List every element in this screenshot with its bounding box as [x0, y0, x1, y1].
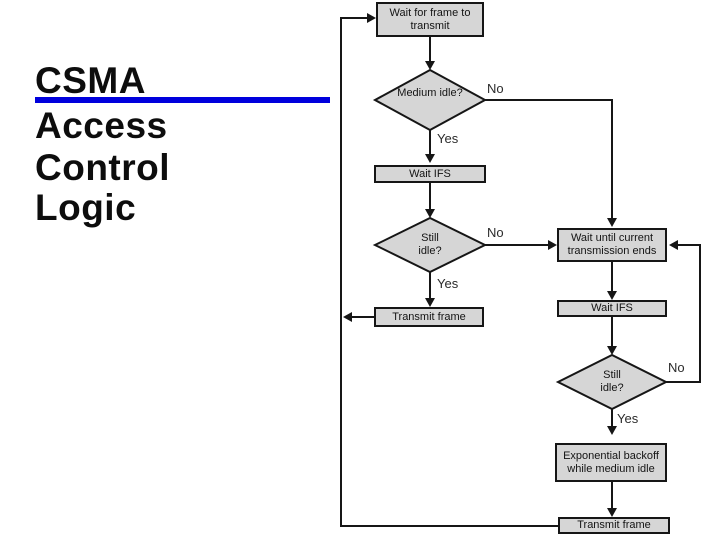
connector-loopback — [340, 17, 558, 527]
page-title-line-1: CSMA — [35, 60, 146, 101]
arrowhead-into-waitcurrent-right — [669, 240, 678, 250]
decision-still-idle-1-shape — [372, 216, 488, 274]
decision-diamonds — [372, 68, 669, 411]
arrowhead-into-waitifsright — [607, 291, 617, 300]
arrowheads — [343, 13, 678, 517]
edge-label-yes-1: Yes — [437, 131, 459, 146]
flowchart-box-wait-until-current: Wait until current transmission ends — [557, 228, 667, 262]
arrowhead-into-waitcurrent-left — [548, 240, 557, 250]
connector-stillidle2-no-loop — [666, 244, 701, 383]
edge-label-no-3: No — [668, 360, 685, 375]
flowchart-box-wait-ifs-right: Wait IFS — [557, 300, 667, 317]
edge-label-no-2: No — [487, 225, 504, 240]
decision-medium-idle-shape — [372, 68, 488, 132]
flowchart-box-wait-ifs-left: Wait IFS — [374, 165, 486, 183]
edge-label-no-1: No — [487, 81, 504, 96]
connector-mediumidle-no — [485, 99, 613, 218]
title-accent-rule — [35, 97, 330, 103]
arrowhead-into-loopline — [343, 312, 352, 322]
edge-label-yes-2: Yes — [437, 276, 459, 291]
page-title-line-4: Logic — [35, 187, 137, 228]
connector-lines — [340, 17, 701, 527]
page-title-line-2: Access — [35, 105, 168, 146]
page-title-line-3: Control — [35, 147, 171, 188]
flowchart-box-transmit-frame-left: Transmit frame — [374, 307, 484, 327]
arrowhead-into-mediumidle — [425, 61, 435, 70]
flowchart-box-transmit-frame-bottom: Transmit frame — [558, 517, 670, 534]
arrowhead-into-waitifsleft — [425, 154, 435, 163]
arrowhead-into-stillidle2 — [607, 346, 617, 355]
arrowhead-into-waitcurrent-top — [607, 218, 617, 227]
decision-still-idle-2-label: Still idle? — [600, 369, 624, 395]
arrowhead-into-transmitleft — [425, 298, 435, 307]
arrowhead-into-stillidle1 — [425, 209, 435, 218]
decision-medium-idle-label: Medium idle? — [397, 87, 463, 99]
decision-still-idle-1-label: Still idle? — [418, 232, 442, 258]
decision-still-idle-2-shape — [555, 353, 669, 411]
flowchart-box-exponential-backoff: Exponential backoff while medium idle — [555, 443, 667, 482]
arrowhead-into-waitframe — [367, 13, 376, 23]
arrowhead-into-transmitbottom — [607, 508, 617, 517]
flowchart-box-wait-for-frame: Wait for frame to transmit — [376, 2, 484, 37]
edge-label-yes-3: Yes — [617, 411, 639, 426]
arrowhead-into-backoff — [607, 426, 617, 435]
